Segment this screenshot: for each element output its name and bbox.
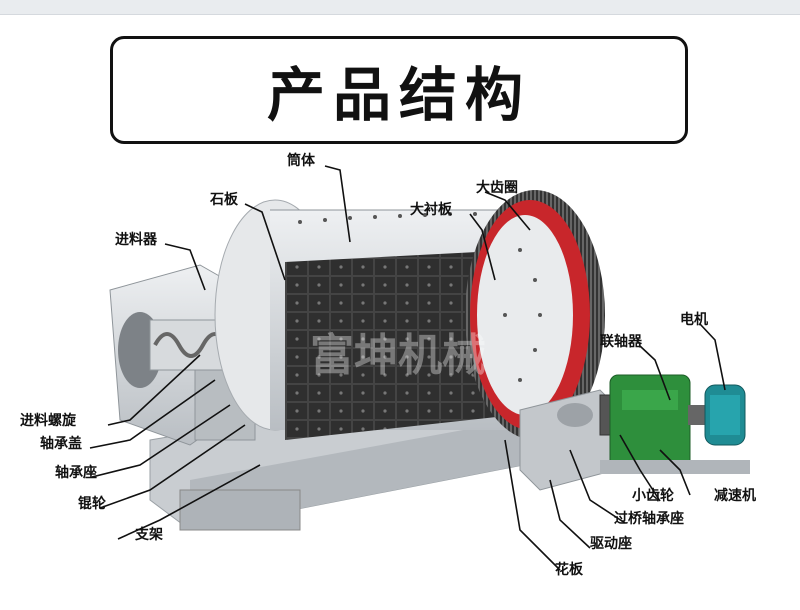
mill-shell bbox=[270, 209, 530, 440]
discharge-support bbox=[519, 389, 616, 491]
label-stone-plate: 石板 bbox=[209, 191, 239, 208]
ball-mill-diagram: 富坤机械 筒体 石板 进料器 大衬板 大齿圈 电机 联轴器 bbox=[20, 152, 756, 578]
label-motor: 电机 bbox=[680, 311, 708, 328]
label-coupling: 联轴器 bbox=[600, 333, 643, 350]
label-reducer: 减速机 bbox=[714, 487, 756, 504]
label-bridge-bearing-seat: 过桥轴承座 bbox=[614, 510, 684, 527]
label-bearing-cover: 轴承盖 bbox=[40, 435, 82, 452]
top-bar bbox=[0, 0, 800, 15]
label-bearing-seat: 轴承座 bbox=[55, 464, 97, 481]
watermark-text: 富坤机械 bbox=[310, 330, 486, 381]
page-title: 产品结构 bbox=[266, 61, 531, 129]
label-roller: 锟轮 bbox=[78, 495, 106, 512]
label-large-liner: 大衬板 bbox=[410, 201, 453, 218]
label-feed-screw: 进料螺旋 bbox=[20, 412, 77, 429]
title-box: 产品结构 bbox=[110, 36, 688, 144]
label-large-gear-ring: 大齿圈 bbox=[476, 179, 518, 196]
label-shell: 筒体 bbox=[287, 152, 316, 169]
large-gear-ring bbox=[465, 190, 605, 440]
label-feeder: 进料器 bbox=[115, 231, 158, 248]
label-support-frame: 支架 bbox=[134, 526, 163, 543]
drive-unit bbox=[599, 374, 750, 474]
label-pinion: 小齿轮 bbox=[632, 487, 674, 504]
label-drive-seat: 驱动座 bbox=[590, 535, 632, 552]
leader-lines bbox=[89, 165, 726, 571]
label-flower-plate: 花板 bbox=[555, 561, 584, 578]
